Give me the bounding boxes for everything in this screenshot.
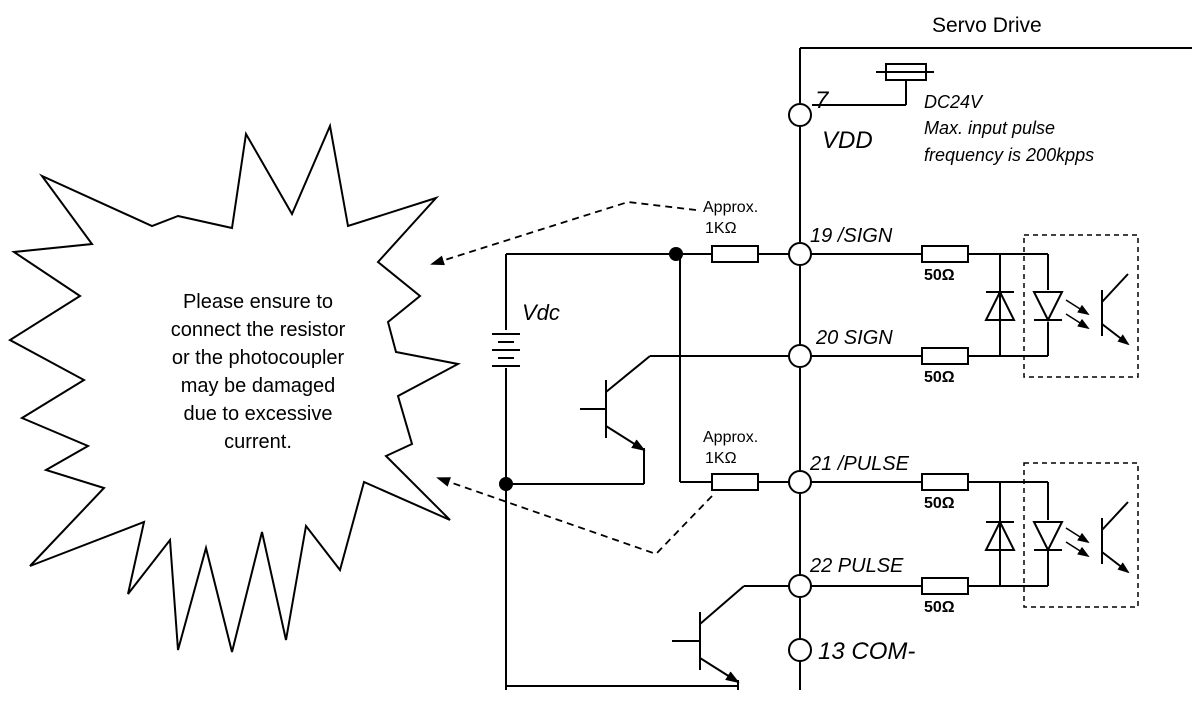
resistor-50-label: 50Ω [924, 267, 955, 284]
pin-7-terminal [788, 103, 812, 127]
fuse-symbol [885, 63, 927, 81]
phototransistor-symbol [1101, 501, 1130, 574]
pin-21-terminal [788, 470, 812, 494]
servo-drive-box [799, 47, 1192, 690]
vdd-label: VDD [822, 127, 873, 154]
resistor-50-pulse-b [921, 577, 969, 595]
pin-20-label: 20 SIGN [815, 327, 893, 349]
photocoupler-box-sign [1023, 234, 1139, 378]
resistor-1k-bottom [711, 473, 759, 491]
pulse-internal-circuit [811, 462, 1139, 608]
pin-19-label: 19 /SIGN [810, 225, 893, 247]
battery-symbol [492, 333, 520, 367]
pin-13-label: 13 COM- [818, 638, 915, 665]
pulse-note-line1: Max. input pulse [924, 118, 1055, 138]
pulse-note-line2: frequency is 200kpps [924, 145, 1094, 165]
warning-callout-burst [8, 122, 461, 653]
resistor-1k-top [711, 245, 759, 263]
resistor-50-label: 50Ω [924, 369, 955, 386]
pin-19-terminal [788, 242, 812, 266]
transistor-sign [506, 355, 789, 485]
approx-label-bottom: Approx. [703, 429, 758, 446]
callout-line: may be damaged [181, 375, 336, 397]
callout-line: or the photocoupler [172, 347, 345, 369]
callout-arrows [430, 201, 713, 556]
sign-internal-circuit [811, 234, 1139, 378]
resistor-1k-label-top: 1KΩ [705, 220, 737, 237]
callout-line: due to excessive [184, 403, 333, 425]
pin-7-label: 7 [815, 87, 830, 114]
led-symbol [1032, 521, 1090, 558]
resistor-1k-label-bottom: 1KΩ [705, 450, 737, 467]
photocoupler-box-pulse [1023, 462, 1139, 608]
led-symbol [1032, 291, 1090, 330]
callout-line: Please ensure to [183, 291, 333, 313]
resistor-50-sign-b [921, 347, 969, 365]
callout-text: Please ensure to connect the resistor or… [171, 291, 346, 453]
pin-13-terminal [788, 638, 812, 662]
diode-symbol [984, 519, 1016, 551]
pin-22-label: 22 PULSE [809, 555, 904, 577]
pin-22-terminal [788, 574, 812, 598]
resistor-50-label: 50Ω [924, 495, 955, 512]
callout-line: connect the resistor [171, 319, 346, 341]
dc24v-label: DC24V [924, 92, 984, 112]
phototransistor-symbol [1101, 273, 1130, 346]
resistor-50-sign-a [921, 245, 969, 263]
pin-20-terminal [788, 344, 812, 368]
diode-symbol [984, 262, 1016, 321]
resistor-50-label: 50Ω [924, 599, 955, 616]
transistor-pulse [672, 585, 789, 690]
vdd-fuse-circuit [812, 63, 934, 106]
servo-drive-title: Servo Drive [932, 14, 1042, 37]
pin-21-label: 21 /PULSE [809, 453, 910, 475]
vdc-label: Vdc [522, 300, 560, 325]
approx-label-top: Approx. [703, 199, 758, 216]
callout-line: current. [224, 431, 292, 453]
resistor-50-pulse-a [921, 473, 969, 491]
external-circuit [492, 245, 789, 690]
